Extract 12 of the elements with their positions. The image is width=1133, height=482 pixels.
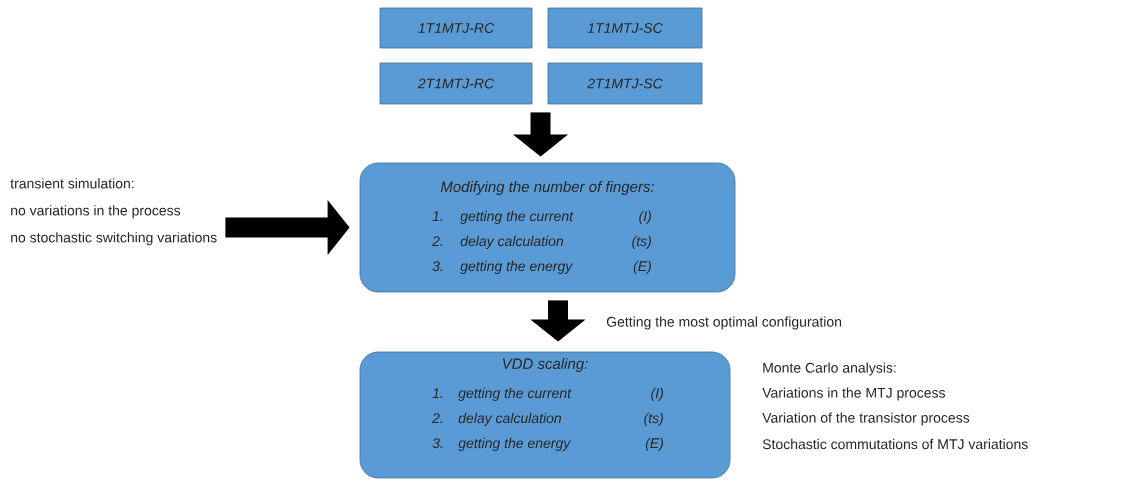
variant-box: 1T1MTJ-SC	[547, 7, 703, 49]
annotation-text: transient simulation: no variations in the process no stochastic switching variations	[10, 178, 217, 246]
variant-box: 1T1MTJ-RC	[379, 7, 533, 49]
note-text: Monte Carlo analysis:	[763, 362, 896, 376]
process-box: Modifying the number of fingers: 1. getting the current (I) 2. delay calculation (ts) 3. getting the energy (E)	[359, 162, 736, 293]
note-text: Variations in the MTJ process	[762, 387, 946, 401]
note-text: Variation of the transistor process	[762, 412, 970, 426]
note-text: Stochastic commutations of MTJ variations	[762, 438, 1028, 450]
variant-box: 2T1MTJ-SC	[547, 62, 703, 105]
process-box: VDD scaling: 1. getting the current (I) 2. delay calculation (ts) 3. getting the energy (E)	[359, 351, 731, 479]
variant-box: 2T1MTJ-RC	[379, 62, 533, 105]
edge-label: Getting the most optimal configuration	[606, 316, 842, 330]
